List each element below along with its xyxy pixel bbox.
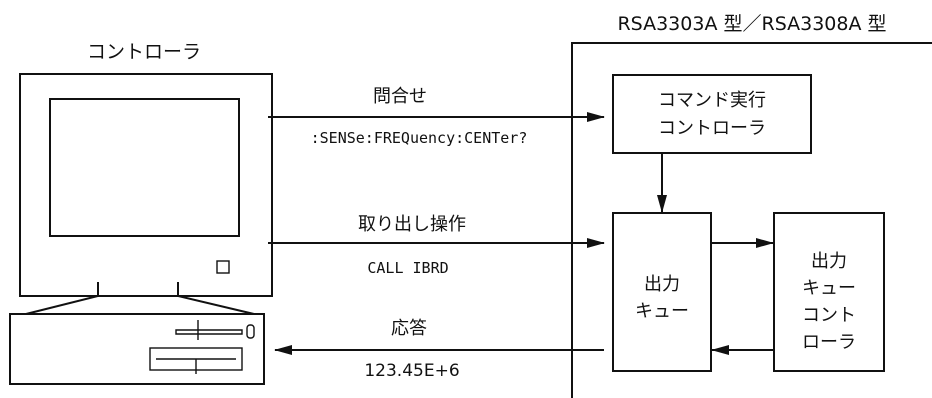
fetch-title: 取り出し操作 [358,214,466,235]
controller-label: コントローラ [87,41,201,63]
command-executor-line1: コマンド実行 [658,90,766,111]
command-executor-line2: コントローラ [658,118,766,139]
base-unit [9,313,265,385]
monitor-screen [49,98,240,237]
stand-right [177,282,255,315]
stand-left [25,282,99,315]
response-title: 応答 [391,318,427,339]
queue-controller-line3: コント [802,305,856,326]
query-command: :SENSe:FREQuency:CENTer? [311,129,528,147]
queue-controller-line2: キュー [802,278,856,299]
response-value: 123.45E+6 [364,361,459,381]
output-queue-line1: 出力 [644,274,680,295]
base-led [246,324,255,339]
computer-icon [9,73,273,385]
queue-controller-line1: 出力 [811,251,847,272]
query-title: 問合せ [373,86,427,107]
fetch-command: CALL IBRD [367,259,448,277]
monitor-power-button [216,260,230,274]
command-executor-box [612,74,812,154]
instrument-model-label: RSA3303A 型／RSA3308A 型 [617,13,886,35]
output-queue-controller-box [773,212,885,372]
output-queue-box [612,212,712,372]
floppy-slot [175,329,243,335]
queue-controller-line4: ローラ [802,332,856,353]
output-queue-line2: キュー [635,301,689,322]
monitor-frame [19,73,273,297]
instrument-enclosure [571,42,932,398]
